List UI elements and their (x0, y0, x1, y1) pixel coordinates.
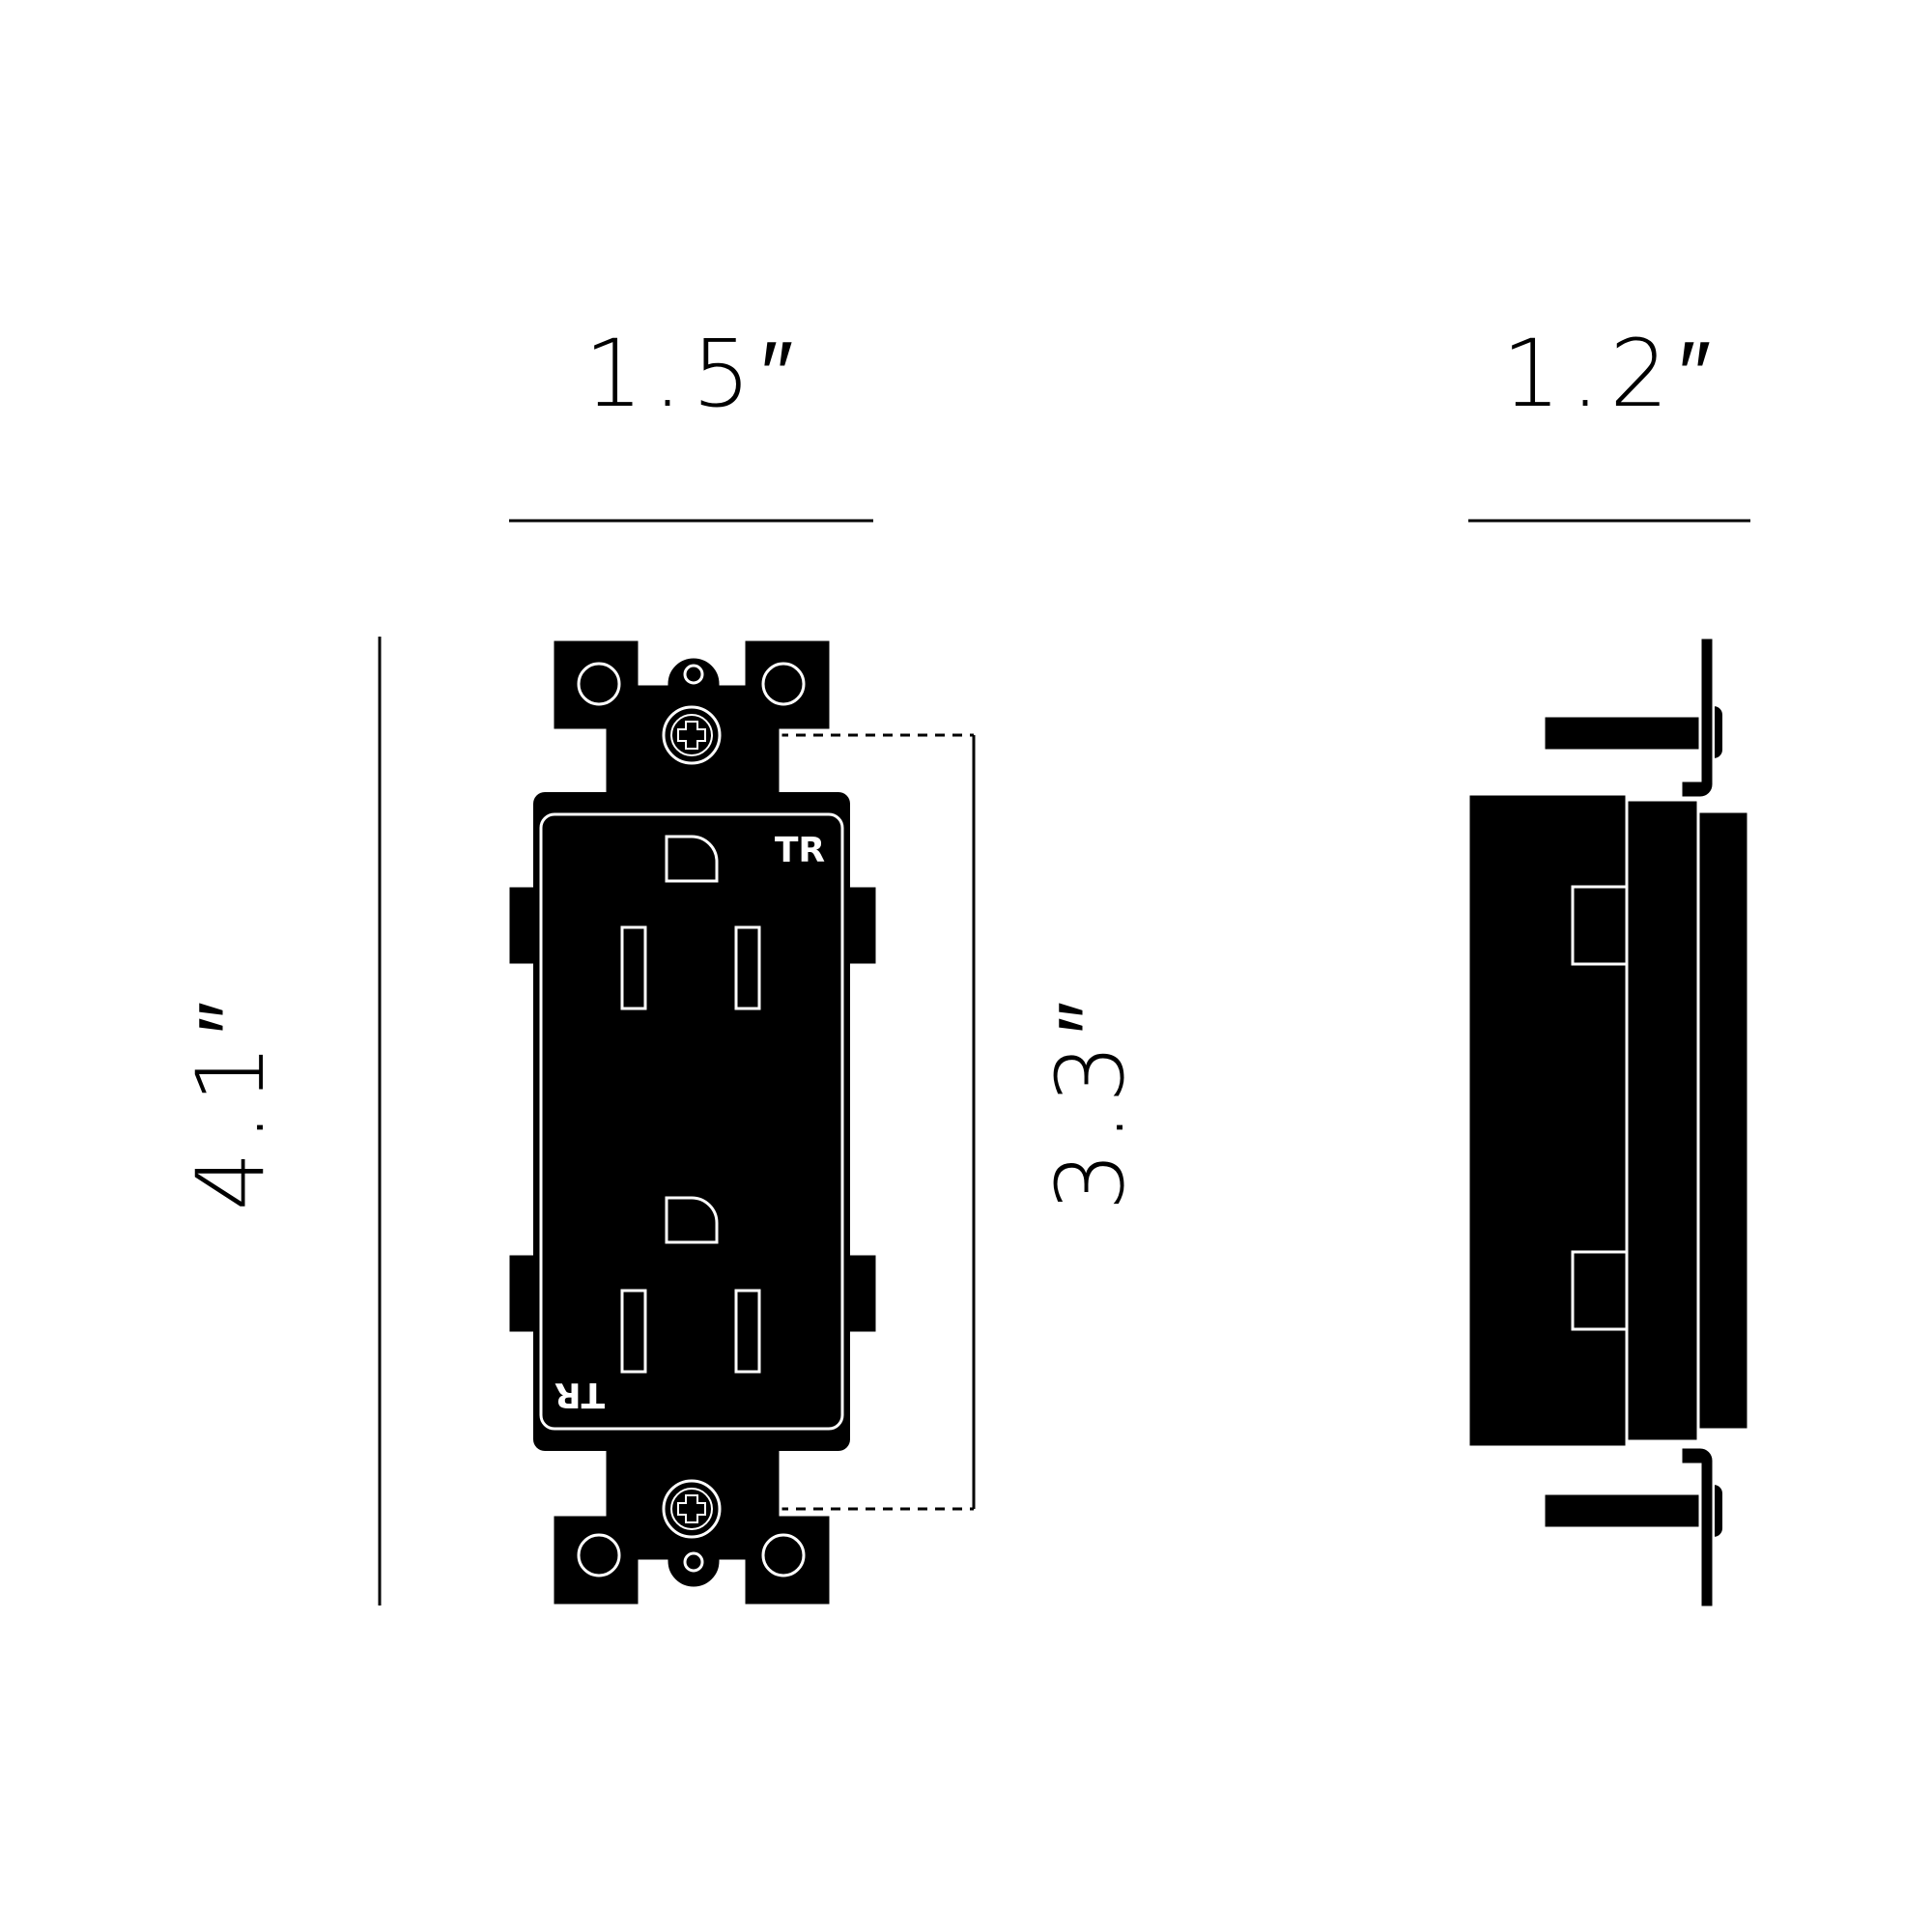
mounting-hole-top-center (683, 664, 704, 685)
front-width-label: 1.5″ (584, 320, 804, 428)
side-mounting-strap-bottom (1679, 1445, 1716, 1609)
side-clip-notch-bottom (1571, 1250, 1629, 1331)
tamper-resistant-marking-top: TR (775, 831, 825, 870)
receptacle-body (533, 792, 850, 1451)
receptacle-front-view: TR TR (506, 638, 879, 1607)
mounting-screw-top-icon (662, 705, 722, 765)
mounting-hole-bottom-center (683, 1551, 704, 1573)
hot-slot-top (734, 925, 761, 1010)
neutral-slot-top (620, 925, 647, 1010)
side-depth-label: 1.2″ (1502, 320, 1721, 428)
mounting-strap-bottom (551, 1446, 833, 1607)
side-clip-right-bottom (844, 1252, 879, 1335)
screw-spacing-label: 3.3″ (1037, 992, 1145, 1211)
mounting-hole-bottom-left (577, 1533, 621, 1577)
mounting-hole-top-right (761, 662, 806, 706)
side-face (1696, 810, 1750, 1432)
side-strap-ear-bottom (1713, 1482, 1724, 1540)
hot-slot-bottom (734, 1289, 761, 1374)
side-screw-bottom (1542, 1492, 1702, 1530)
neutral-slot-bottom (620, 1289, 647, 1374)
mounting-screw-bottom-icon (662, 1479, 722, 1539)
side-front-cover (1625, 798, 1700, 1443)
side-clip-right-top (844, 884, 879, 967)
mounting-hole-top-left (577, 662, 621, 706)
side-mounting-strap-top (1679, 636, 1716, 800)
side-clip-notch-top (1571, 885, 1629, 966)
receptacle-side-view (1466, 636, 1750, 1609)
mounting-strap-top (551, 638, 833, 799)
receptacle-face (539, 812, 844, 1431)
ground-slot-bottom (665, 1196, 719, 1244)
side-screw-top (1542, 714, 1702, 753)
side-strap-ear-top (1713, 703, 1724, 761)
tamper-resistant-marking-bottom: TR (554, 1375, 605, 1414)
ground-slot-top (665, 835, 719, 883)
mounting-hole-bottom-right (761, 1533, 806, 1577)
overall-height-label: 4.1″ (177, 992, 285, 1211)
